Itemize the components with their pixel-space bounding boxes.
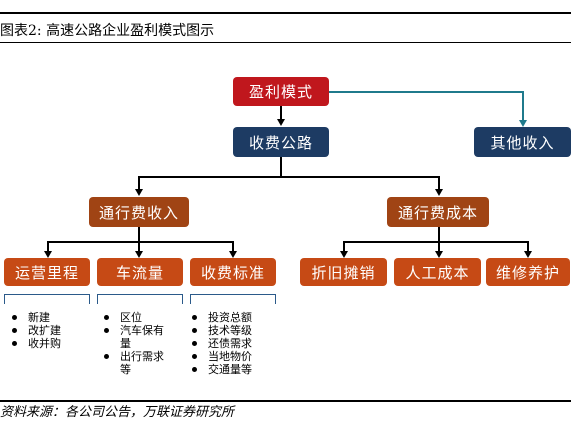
bullet-dot [104, 315, 109, 320]
bracket-traffic [97, 294, 183, 304]
figure-title: 图表2: 高速公路企业盈利模式图示 [0, 23, 215, 39]
arrow-to-depreciation [340, 251, 348, 258]
connector-root-other-v [522, 91, 524, 121]
connector-root-toll [280, 106, 282, 120]
node-profit-model: 盈利模式 [233, 77, 329, 106]
connector-toll-horizontal [138, 176, 439, 178]
source-note: 资料来源：各公司公告，万联证券研究所 [0, 405, 235, 420]
connector-toll-down [280, 157, 282, 177]
bullet-dot [192, 341, 197, 346]
top-rule [0, 12, 571, 14]
list-item: 技术等级 [188, 324, 278, 337]
bracket-standard [190, 294, 276, 304]
bottom-rule [0, 400, 571, 402]
arrow-to-toll-cost [435, 189, 443, 196]
list-item: 投资总额 [188, 311, 278, 324]
bullet-dot [192, 328, 197, 333]
bullet-dot [104, 354, 109, 359]
connector-to-depreciation [343, 241, 345, 252]
list-item: 当地物价 [188, 350, 278, 363]
bullet-dot [192, 315, 197, 320]
list-item: 交通量等 [188, 363, 278, 376]
bullet-dot [12, 328, 17, 333]
list-item: 出行需求等 [100, 350, 172, 376]
arrow-to-other-income [519, 120, 527, 127]
arrow-to-mileage [44, 251, 52, 258]
node-labor-cost: 人工成本 [394, 258, 481, 286]
bullet-dot [12, 341, 17, 346]
arrow-to-toll-road [277, 119, 285, 126]
node-toll-cost: 通行费成本 [387, 197, 489, 227]
connector-cost-down [438, 227, 440, 242]
connector-to-mileage [47, 241, 49, 252]
connector-revenue-horizontal [47, 241, 233, 243]
bullet-dot [12, 315, 17, 320]
arrow-to-standard [229, 251, 237, 258]
node-operating-mileage: 运营里程 [4, 258, 90, 286]
connector-to-cost [438, 176, 440, 190]
arrow-to-labor [435, 251, 443, 258]
connector-to-maintenance [527, 241, 529, 252]
bullet-dot [104, 328, 109, 333]
arrow-to-toll-revenue [135, 189, 143, 196]
bracket-mileage [4, 294, 90, 304]
node-depreciation: 折旧摊销 [300, 258, 387, 286]
node-toll-road: 收费公路 [233, 127, 329, 157]
node-maintenance: 维修养护 [486, 258, 570, 286]
bullet-dot [192, 354, 197, 359]
arrow-to-maintenance [524, 251, 532, 258]
title-underline [0, 42, 571, 43]
list-item: 改扩建 [8, 324, 88, 337]
connector-to-traffic [138, 241, 140, 252]
list-item: 汽车保有量 [100, 324, 172, 350]
node-toll-revenue: 通行费收入 [89, 197, 189, 227]
bullet-dot [192, 367, 197, 372]
connector-root-other-h [329, 91, 523, 93]
list-standard-factors: 投资总额 技术等级 还债需求 当地物价 交通量等 [188, 311, 278, 376]
list-item: 区位 [100, 311, 172, 324]
connector-revenue-down [138, 227, 140, 242]
node-toll-standard: 收费标准 [190, 258, 276, 286]
connector-cost-horizontal [343, 241, 528, 243]
node-other-income: 其他收入 [474, 127, 571, 157]
arrow-to-traffic [135, 251, 143, 258]
list-item: 收并购 [8, 337, 88, 350]
list-item: 还债需求 [188, 337, 278, 350]
connector-to-standard [232, 241, 234, 252]
connector-to-revenue [138, 176, 140, 190]
list-traffic-factors: 区位 汽车保有量 出行需求等 [100, 311, 172, 376]
node-traffic-volume: 车流量 [97, 258, 183, 286]
list-item: 新建 [8, 311, 88, 324]
list-mileage-factors: 新建 改扩建 收并购 [8, 311, 88, 350]
connector-to-labor [438, 241, 440, 252]
